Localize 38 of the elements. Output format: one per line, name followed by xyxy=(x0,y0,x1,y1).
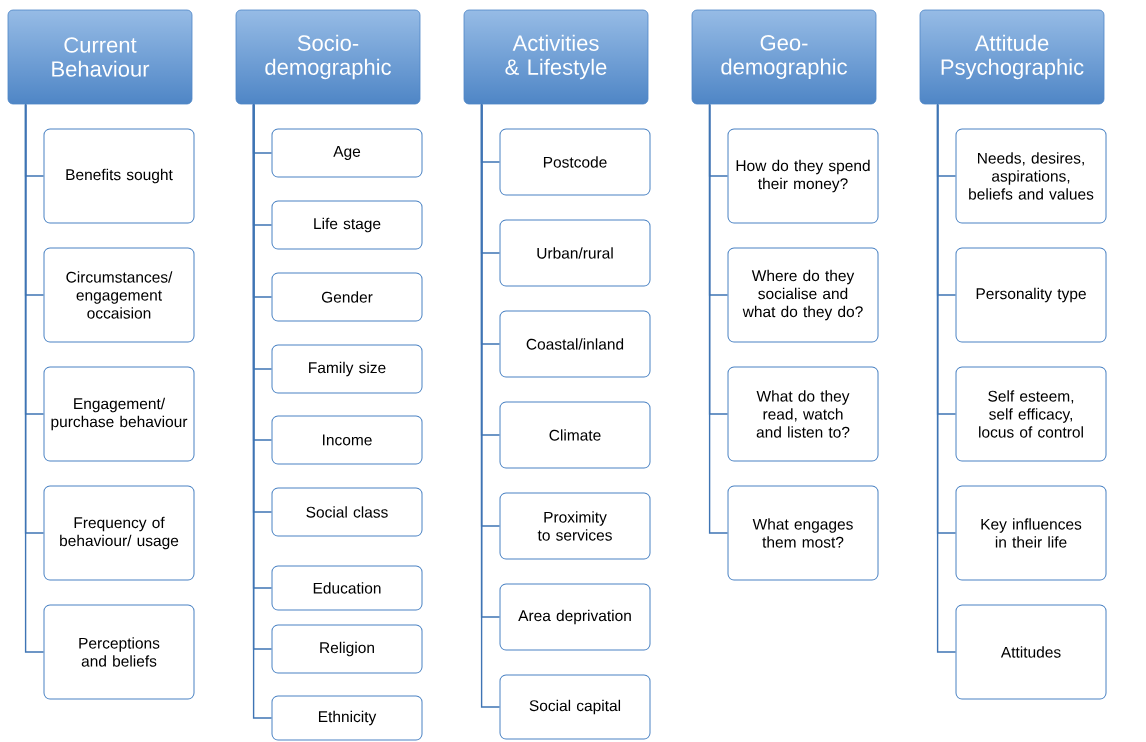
category-box: Gender xyxy=(271,272,423,322)
category-box: Perceptions and beliefs xyxy=(43,604,195,700)
category-box: Religion xyxy=(271,624,423,674)
category-box: Education xyxy=(271,565,423,611)
category-box: Postcode xyxy=(499,128,651,196)
connector xyxy=(24,103,45,653)
category-box: Engagement/ purchase behaviour xyxy=(43,366,195,462)
category-box: Area deprivation xyxy=(499,583,651,651)
category-box: Needs, desires, aspirations, beliefs and values xyxy=(955,128,1107,224)
category-box: How do they spend their money? xyxy=(727,128,879,224)
category-box: Key influences in their life xyxy=(955,485,1107,581)
category-header: Geo-demographic xyxy=(691,9,877,105)
category-box: What do they read, watch and listen to? xyxy=(727,366,879,462)
category-box: Social capital xyxy=(499,674,651,740)
category-box: Urban/rural xyxy=(499,219,651,287)
category-box: Personality type xyxy=(955,247,1107,343)
category-box: Self esteem, self efficacy, locus of control xyxy=(955,366,1107,462)
connector xyxy=(708,103,729,534)
category-box: Circumstances/ engagement occaision xyxy=(43,247,195,343)
category-box: Where do they socialise and what do they do? xyxy=(727,247,879,343)
category-box: Family size xyxy=(271,344,423,394)
category-header: Activities & Lifestyle xyxy=(463,9,649,105)
category-header: Socio-demographic xyxy=(235,9,421,105)
category-box: Coastal/inland xyxy=(499,310,651,378)
category-box: Frequency of behaviour/ usage xyxy=(43,485,195,581)
category-box: Benefits sought xyxy=(43,128,195,224)
category-header: Attitude Psychographic xyxy=(919,9,1105,105)
connector xyxy=(936,103,957,653)
category-box: Climate xyxy=(499,401,651,469)
category-box: Age xyxy=(271,128,423,178)
category-box: Social class xyxy=(271,487,423,537)
category-box: Proximity to services xyxy=(499,492,651,560)
category-box: Attitudes xyxy=(955,604,1107,700)
category-box: What engages them most? xyxy=(727,485,879,581)
category-box: Life stage xyxy=(271,200,423,250)
category-box: Income xyxy=(271,415,423,465)
category-box: Ethnicity xyxy=(271,695,423,741)
category-header: Current Behaviour xyxy=(7,9,193,105)
